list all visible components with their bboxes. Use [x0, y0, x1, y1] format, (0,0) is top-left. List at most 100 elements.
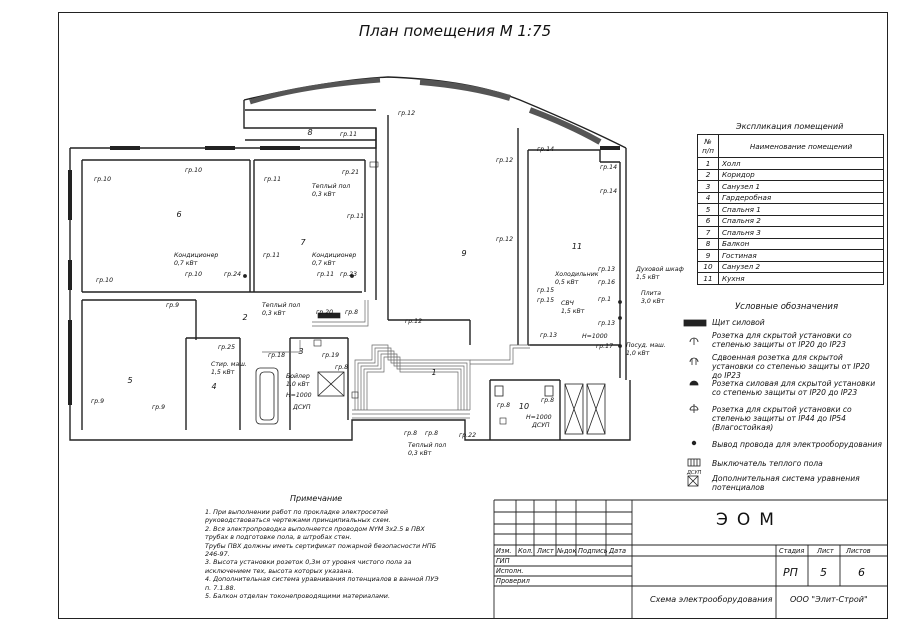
circuit-label: гр.16	[598, 279, 616, 286]
explication-row-number: 10	[697, 260, 719, 273]
circuit-label: гр.13	[598, 266, 616, 273]
explication-row-name: Коридор	[718, 168, 884, 181]
room-number-2: 2	[242, 313, 248, 322]
dsup-legend-label: ДСУП	[687, 470, 702, 476]
circuit-label: гр.9	[166, 302, 180, 309]
explication-row-number: 5	[697, 203, 719, 216]
power-panel-icon	[317, 312, 341, 319]
circuit-label: гр.9	[152, 404, 166, 411]
legend-item: Щит силовой	[712, 318, 765, 327]
explication-row-name: Спальня 1	[718, 203, 884, 216]
circuit-label: гр.8	[541, 397, 555, 404]
device-markers	[243, 161, 622, 425]
drawing-title: План помещения М 1:75	[358, 22, 552, 40]
explication-row-number: 1	[697, 157, 719, 170]
circuit-label: гр.10	[94, 176, 112, 183]
circuit-label: гр.12	[405, 318, 423, 325]
drawing-name: Схема электрооборудования	[650, 595, 773, 604]
tb-sheet: 5	[820, 566, 827, 579]
explication-col-name: Наименование помещений	[718, 134, 884, 158]
tb-stage: РП	[783, 566, 798, 579]
legend-item: Розетка для скрытой установки со степень…	[712, 331, 852, 349]
tb-col-izm: Изм.	[496, 547, 512, 555]
notes-list: 1. При выполнении работ по прокладке эле…	[205, 508, 440, 600]
height-label: Н=1000	[582, 333, 608, 340]
explication-row-name: Гостиная	[718, 249, 884, 262]
explication-row-name: Холл	[718, 157, 884, 170]
height-label: Н=1000	[526, 414, 552, 421]
explication-col-number: № п/п	[697, 134, 719, 158]
circuit-label: гр.11	[317, 271, 335, 278]
circuit-label: гр.10	[185, 167, 203, 174]
circuit-label: гр.18	[268, 352, 286, 359]
circuit-label: гр.17	[596, 343, 614, 350]
circuit-label: гр.12	[496, 157, 514, 164]
explication-row-name: Кухня	[718, 272, 884, 285]
washer-label: Стир. маш.1,5 кВт	[211, 361, 247, 376]
plan-walls	[69, 76, 631, 441]
circuit-label: гр.14	[537, 146, 555, 153]
company-name: ООО "Элит-Строй"	[790, 595, 868, 604]
room-number-8: 8	[307, 128, 313, 137]
sheet-frame	[58, 12, 888, 619]
explication-row-number: 4	[697, 191, 719, 204]
legend-icons	[683, 319, 707, 487]
circuit-label: гр.1	[598, 296, 612, 303]
circuit-label: гр.25	[218, 344, 236, 351]
explication-row-number: 8	[697, 237, 719, 250]
circuit-label: гр.10	[96, 277, 114, 284]
note-item: Трубы ПВХ должны иметь сертификат пожарн…	[205, 541, 437, 559]
legend-item: Сдвоенная розетка для скрытой установки …	[712, 353, 870, 380]
dsup-label: ДСУП	[532, 422, 550, 429]
circuit-label: гр.9	[91, 398, 105, 405]
bathroom-fixtures	[255, 367, 606, 435]
circuit-label: гр.13	[598, 320, 616, 327]
legend-item: Розетка для скрытой установки со степень…	[712, 405, 852, 432]
circuit-label: гр.8	[497, 402, 511, 409]
circuit-label: гр.15	[537, 297, 555, 304]
tb-col-date: Дата	[609, 547, 627, 555]
legend-item: Вывод провода для электрооборудования	[712, 440, 882, 449]
legend-item: Дополнительная система уравнения потенци…	[712, 474, 860, 492]
room-number-3: 3	[298, 347, 304, 356]
room-number-6: 6	[176, 210, 182, 219]
circuit-label: гр.20	[316, 309, 334, 316]
legend-item: Выключатель теплого пола	[712, 459, 823, 468]
explication-title: Экспликация помещений	[736, 122, 844, 131]
tb-sheets: 6	[858, 566, 865, 579]
tb-row-proveril: Проверил	[496, 577, 530, 585]
room-number-9: 9	[461, 249, 467, 258]
circuit-label: гр.8	[404, 430, 418, 437]
windows	[68, 77, 620, 405]
circuit-label: гр.12	[496, 236, 514, 243]
explication-row-number: 9	[697, 249, 719, 262]
circuit-label: гр.11	[263, 252, 281, 259]
circuit-label: гр.14	[600, 188, 618, 195]
height-label: Н=1000	[286, 392, 312, 399]
circuit-label: гр.24	[224, 271, 242, 278]
circuit-label: гр.22	[459, 432, 477, 439]
tb-row-ispoln: Исполн.	[496, 567, 524, 575]
circuit-label: гр.8	[345, 309, 359, 316]
room-number-11: 11	[571, 242, 583, 251]
legend-item: Розетка силовая для скрытой установки со…	[712, 379, 876, 397]
tb-col-kol: Кол.	[518, 547, 534, 555]
circuit-label: гр.23	[340, 271, 358, 278]
note-item: 2. Вся электропроводка выполняется прово…	[205, 524, 425, 542]
